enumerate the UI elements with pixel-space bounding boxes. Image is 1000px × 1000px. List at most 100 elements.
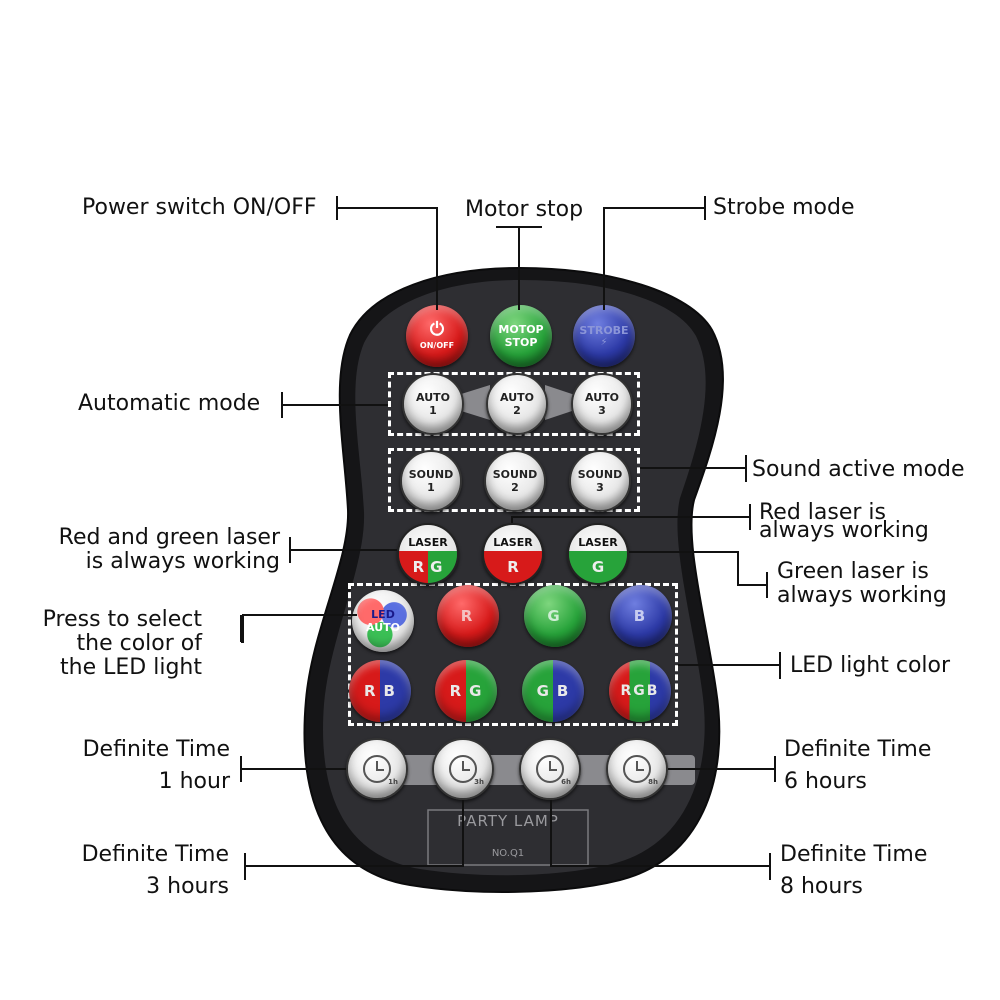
- auto-3-button[interactable]: AUTO 3: [571, 373, 633, 435]
- motor-stop-label-2: STOP: [504, 336, 538, 349]
- color-rg-button[interactable]: RG: [435, 660, 497, 722]
- led-auto-button[interactable]: LED AUTO: [352, 590, 414, 652]
- color-gb-label: GB: [536, 682, 577, 700]
- laser-r-bottom-label: R: [507, 557, 519, 576]
- label-led-color: LED light color: [790, 653, 951, 678]
- auto-2-number: 2: [513, 404, 521, 417]
- timer-1h-button[interactable]: 1h: [346, 738, 408, 800]
- laser-g-bottom: G: [569, 550, 627, 583]
- timer-6h-label: 6h: [561, 778, 571, 786]
- clock-icon: [536, 755, 564, 783]
- color-rb-label: RB: [364, 682, 403, 700]
- label-time3-1: Definite Time: [81, 842, 229, 867]
- color-rgb-label: RGB: [620, 683, 660, 699]
- power-button[interactable]: ⏻ ON/OFF: [406, 305, 468, 367]
- auto-3-label: AUTO: [585, 391, 619, 404]
- lightning-icon: ⚡: [600, 337, 608, 348]
- auto-2-button[interactable]: AUTO 2: [486, 373, 548, 435]
- label-time8: Definite Time 8 hours: [780, 839, 927, 903]
- color-gb-button[interactable]: GB: [522, 660, 584, 722]
- laser-g-bottom-label: G: [591, 557, 605, 576]
- color-g-label: G: [547, 607, 563, 625]
- auto-2-label: AUTO: [500, 391, 534, 404]
- label-strobe: Strobe mode: [713, 195, 855, 220]
- timer-1h-label: 1h: [388, 778, 398, 786]
- label-time8-1: Definite Time: [780, 842, 928, 867]
- label-time8-2: 8 hours: [780, 874, 863, 899]
- laser-g-top: LASER: [569, 525, 627, 551]
- model-label: NO.Q1: [491, 848, 525, 859]
- clock-icon: [363, 755, 391, 783]
- led-auto-label-1: LED: [371, 608, 395, 621]
- power-icon: ⏻: [429, 318, 445, 340]
- sound-3-number: 3: [596, 481, 604, 494]
- laser-rg-button[interactable]: LASER RG: [397, 523, 459, 585]
- auto-1-number: 1: [429, 404, 437, 417]
- color-rg-label: RG: [449, 682, 490, 700]
- timer-3h-button[interactable]: 3h: [432, 738, 494, 800]
- clock-icon: [623, 755, 651, 783]
- auto-1-button[interactable]: AUTO 1: [402, 373, 464, 435]
- label-power: Power switch ON/OFF: [82, 195, 317, 220]
- laser-r-bottom: R: [484, 550, 542, 583]
- strobe-label: STROBE: [579, 324, 629, 337]
- label-time6: Definite Time 6 hours: [784, 734, 931, 798]
- timer-3h-label: 3h: [474, 778, 484, 786]
- label-press-select-1: Press to select: [42, 607, 202, 632]
- motor-stop-button[interactable]: MOTOP STOP: [490, 305, 552, 367]
- color-rgb-button[interactable]: RGB: [609, 660, 671, 722]
- label-sound: Sound active mode: [752, 457, 965, 482]
- sound-3-button[interactable]: SOUND 3: [569, 450, 631, 512]
- laser-rg-top: LASER: [399, 525, 457, 551]
- label-red-laser-2: always working: [759, 518, 929, 543]
- label-rg-laser-1: Red and green laser: [58, 525, 280, 550]
- label-automatic: Automatic mode: [78, 391, 261, 416]
- label-press-select: Press to select the color of the LED lig…: [43, 608, 202, 680]
- brand-label: PARTY LAMP: [457, 812, 559, 830]
- strobe-button[interactable]: STROBE ⚡: [573, 305, 635, 367]
- color-b-button[interactable]: B: [610, 585, 672, 647]
- label-rg-laser: Red and green laser is always working: [59, 526, 280, 574]
- label-time1: Definite Time 1 hour: [83, 734, 230, 798]
- label-time1-1: Definite Time: [82, 737, 230, 762]
- sound-2-button[interactable]: SOUND 2: [484, 450, 546, 512]
- laser-r-button[interactable]: LASER R: [482, 523, 544, 585]
- label-green-laser-1: Green laser is: [777, 559, 929, 584]
- label-press-select-2: the color of: [76, 631, 202, 656]
- auto-3-number: 3: [598, 404, 606, 417]
- sound-1-button[interactable]: SOUND 1: [400, 450, 462, 512]
- auto-1-label: AUTO: [416, 391, 450, 404]
- color-g-button[interactable]: G: [524, 585, 586, 647]
- label-time6-1: Definite Time: [784, 737, 932, 762]
- label-press-select-3: the LED light: [60, 655, 202, 680]
- sound-2-number: 2: [511, 481, 519, 494]
- timer-6h-button[interactable]: 6h: [519, 738, 581, 800]
- sound-1-label: SOUND: [408, 468, 454, 481]
- color-rb-button[interactable]: RB: [349, 660, 411, 722]
- label-motor-stop: Motor stop: [465, 197, 584, 222]
- led-auto-label-2: AUTO: [366, 621, 400, 634]
- label-time3: Definite Time 3 hours: [82, 839, 229, 903]
- label-time3-2: 3 hours: [146, 874, 229, 899]
- timer-8h-button[interactable]: 8h: [606, 738, 668, 800]
- laser-rg-bottom-label: RG: [412, 557, 449, 576]
- color-r-label: R: [460, 607, 476, 625]
- motor-stop-label-1: MOTOP: [498, 323, 544, 336]
- label-green-laser: Green laser is always working: [777, 560, 947, 608]
- label-time6-2: 6 hours: [784, 769, 867, 794]
- timer-8h-label: 8h: [648, 778, 658, 786]
- sound-3-label: SOUND: [577, 468, 623, 481]
- sound-2-label: SOUND: [492, 468, 538, 481]
- label-time1-2: 1 hour: [158, 769, 230, 794]
- clock-icon: [449, 755, 477, 783]
- laser-r-top: LASER: [484, 525, 542, 551]
- laser-g-button[interactable]: LASER G: [567, 523, 629, 585]
- sound-1-number: 1: [427, 481, 435, 494]
- power-button-label: ON/OFF: [419, 340, 455, 350]
- label-red-laser: Red laser is always working: [759, 502, 929, 542]
- label-red-laser-1: Red laser is: [759, 500, 886, 525]
- laser-rg-bottom: RG: [399, 550, 457, 583]
- color-r-button[interactable]: R: [437, 585, 499, 647]
- color-b-label: B: [633, 607, 649, 625]
